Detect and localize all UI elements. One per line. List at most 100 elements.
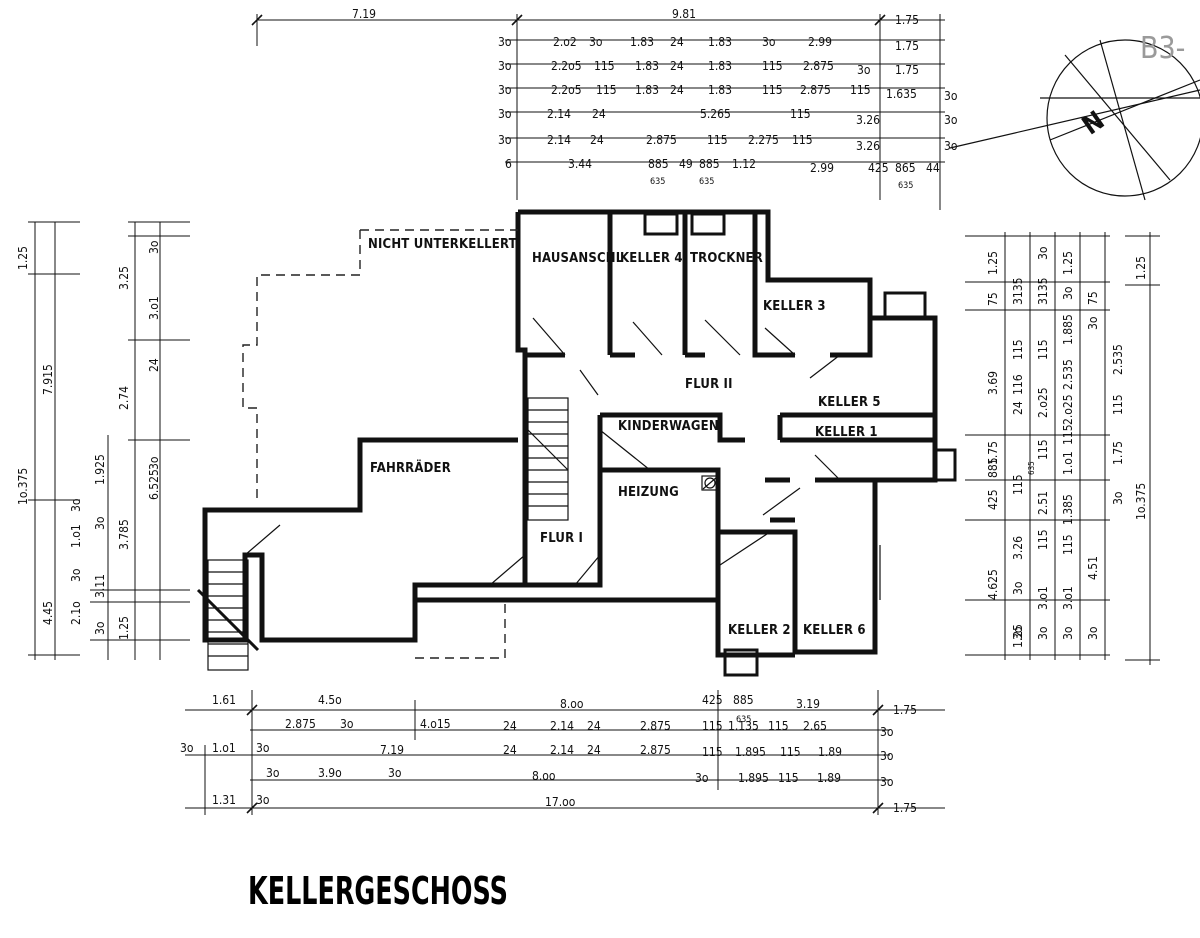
dim-text: 3o bbox=[93, 621, 107, 635]
dim-text: 1.75 bbox=[893, 703, 917, 717]
dim-text: 3o bbox=[695, 771, 709, 785]
dim-text: 17.oo bbox=[545, 795, 576, 809]
dim-text: 3.69 bbox=[986, 371, 1000, 395]
unexcavated-area-outline bbox=[242, 229, 518, 659]
dim-text: 2.65 bbox=[803, 719, 827, 733]
dim-text: 1.83 bbox=[708, 35, 732, 49]
dim-text: 2.535 bbox=[1111, 344, 1125, 375]
dim-text: 3.o1 bbox=[147, 296, 161, 320]
dim-text: 3o bbox=[93, 516, 107, 530]
sheet-code: B3- bbox=[1140, 31, 1185, 66]
dim-text: 115 bbox=[792, 133, 813, 147]
dim-text: 115 bbox=[1111, 394, 1125, 415]
dim-text: 425 bbox=[702, 693, 723, 707]
dim-text: 2.o25 bbox=[1036, 387, 1050, 418]
dim-text: 2.275 bbox=[748, 133, 779, 147]
dim-text: 2.14 bbox=[547, 133, 571, 147]
dim-text: 3.25 bbox=[117, 266, 131, 290]
dim-text: 115 bbox=[850, 83, 871, 97]
dim-text: 3.26 bbox=[856, 139, 880, 153]
room-label-fahrraeder: FAHRRÄDER bbox=[370, 460, 451, 476]
dim-text: 3o bbox=[266, 766, 280, 780]
dim-text: 2.535 bbox=[1061, 359, 1075, 390]
dim-text: 8.oo bbox=[532, 769, 556, 783]
dim-text: 2.1o bbox=[69, 601, 83, 625]
dim-text: 1.75 bbox=[895, 13, 919, 27]
dim-text: 1.89 bbox=[818, 745, 842, 759]
dim-text: 3.11 bbox=[93, 574, 107, 598]
dim-text: 425 bbox=[868, 161, 889, 175]
dim-text: 3o bbox=[1036, 246, 1050, 260]
dim-text: 3o bbox=[69, 568, 83, 582]
room-label-flur-ii: FLUR II bbox=[685, 377, 733, 392]
dim-text: 115 bbox=[1061, 424, 1075, 445]
dim-text: 1.25 bbox=[117, 616, 131, 640]
dim-text: 425 bbox=[986, 489, 1000, 510]
dim-text: 24 bbox=[670, 35, 684, 49]
room-label-keller-3: KELLER 3 bbox=[763, 299, 826, 314]
dim-text: 1.635 bbox=[886, 87, 917, 101]
dim-text: 3o bbox=[498, 83, 512, 97]
dim-text: 8.oo bbox=[560, 697, 584, 711]
dim-text: 24 bbox=[503, 719, 517, 733]
dim-text: 635 bbox=[1027, 461, 1036, 475]
dim-text: 1.31 bbox=[212, 793, 236, 807]
dim-text: 3o bbox=[1086, 316, 1100, 330]
dim-text: 1.o1 bbox=[212, 741, 236, 755]
dim-text: 3.44 bbox=[568, 157, 592, 171]
dim-text: 3o bbox=[944, 113, 958, 127]
dim-text: 2.99 bbox=[808, 35, 832, 49]
dim-text: 115 bbox=[762, 83, 783, 97]
bottom-dimension-lines bbox=[185, 690, 945, 815]
door-swings bbox=[244, 317, 881, 600]
dim-text: 115 bbox=[762, 59, 783, 73]
dim-text: 115 bbox=[1011, 339, 1025, 360]
dim-text: 3o bbox=[880, 749, 894, 763]
room-label-nicht-unterkellert: NICHT UNTERKELLERT bbox=[368, 237, 517, 252]
dim-text: 3o bbox=[498, 59, 512, 73]
dim-text: 4.625 bbox=[986, 569, 1000, 600]
dim-text: 116 bbox=[1011, 374, 1025, 395]
dim-text: 3o bbox=[180, 741, 194, 755]
bottom-dimension-labels: 1.61 4.5o 8.oo 425 885 3.19 1.75 635 2.8… bbox=[180, 693, 917, 815]
dim-text: 24 bbox=[503, 743, 517, 757]
dim-text: 115 bbox=[1036, 339, 1050, 360]
north-label: N bbox=[1077, 106, 1110, 142]
top-dimension-lines bbox=[251, 14, 945, 210]
north-arrow: N B3- bbox=[949, 31, 1200, 201]
dim-text: 1.135 bbox=[728, 719, 759, 733]
dim-text: 2.o2 bbox=[553, 35, 577, 49]
room-label-trockner: TROCKNER bbox=[690, 251, 763, 266]
dim-text: 115 bbox=[1036, 529, 1050, 550]
dim-text: 3.19 bbox=[796, 697, 820, 711]
dim-text: 24 bbox=[670, 83, 684, 97]
dim-text: 1.83 bbox=[708, 59, 732, 73]
dim-text: 3o bbox=[944, 89, 958, 103]
dim-text: 3o bbox=[1086, 626, 1100, 640]
top-dimension-labels: 7.19 9.81 1.75 3o 2.o2 3o 1.83 24 1.83 3… bbox=[352, 7, 958, 191]
dim-text: 115 bbox=[790, 107, 811, 121]
dim-text: 2.875 bbox=[285, 717, 316, 731]
dim-text: 3o bbox=[147, 240, 161, 254]
dim-text: 115 bbox=[768, 719, 789, 733]
dim-text: 3o bbox=[880, 725, 894, 739]
dim-text: 1.75 bbox=[895, 63, 919, 77]
dim-text: 115 bbox=[702, 719, 723, 733]
dim-text: 1.83 bbox=[630, 35, 654, 49]
dim-text: 7.915 bbox=[41, 364, 55, 395]
dim-text: 3o bbox=[589, 35, 603, 49]
dim-text: 1.12 bbox=[732, 157, 756, 171]
stairs bbox=[196, 397, 569, 671]
dim-text: 4.51 bbox=[1086, 556, 1100, 580]
left-dimension-lines bbox=[28, 221, 190, 660]
dim-text: 3o bbox=[498, 133, 512, 147]
dim-text: 1o.375 bbox=[1134, 483, 1148, 520]
dim-text: 3o bbox=[1061, 286, 1075, 300]
dim-text: 1.895 bbox=[738, 771, 769, 785]
dim-text: 24 bbox=[592, 107, 606, 121]
room-label-keller-1: KELLER 1 bbox=[815, 425, 878, 440]
dim-text: 1.385 bbox=[1061, 494, 1075, 525]
dim-text: 1.75 bbox=[986, 441, 1000, 465]
